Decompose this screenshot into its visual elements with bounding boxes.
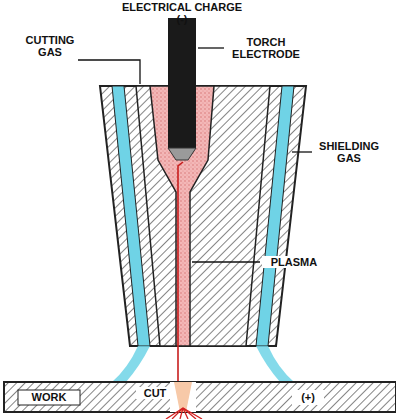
workpiece	[4, 382, 396, 412]
part-label: TORCH ELECTRODE	[226, 36, 306, 60]
plasma-arc	[178, 162, 183, 402]
part-label: PLASMA	[262, 256, 326, 268]
torch-body	[100, 86, 306, 346]
torch-electrode	[168, 18, 196, 148]
leader-lines	[78, 48, 312, 262]
sparks	[166, 408, 202, 419]
part-label: SHIELDING GAS	[314, 140, 384, 164]
work-label: WORK	[18, 391, 80, 403]
charge-label: ELECTRICAL CHARGE	[120, 1, 244, 13]
polarity-label: (+)	[292, 391, 324, 403]
gas-label: CUTTING GAS	[22, 34, 78, 58]
cut-label: CUT	[136, 387, 174, 399]
polarity-label: (-)	[162, 13, 202, 25]
